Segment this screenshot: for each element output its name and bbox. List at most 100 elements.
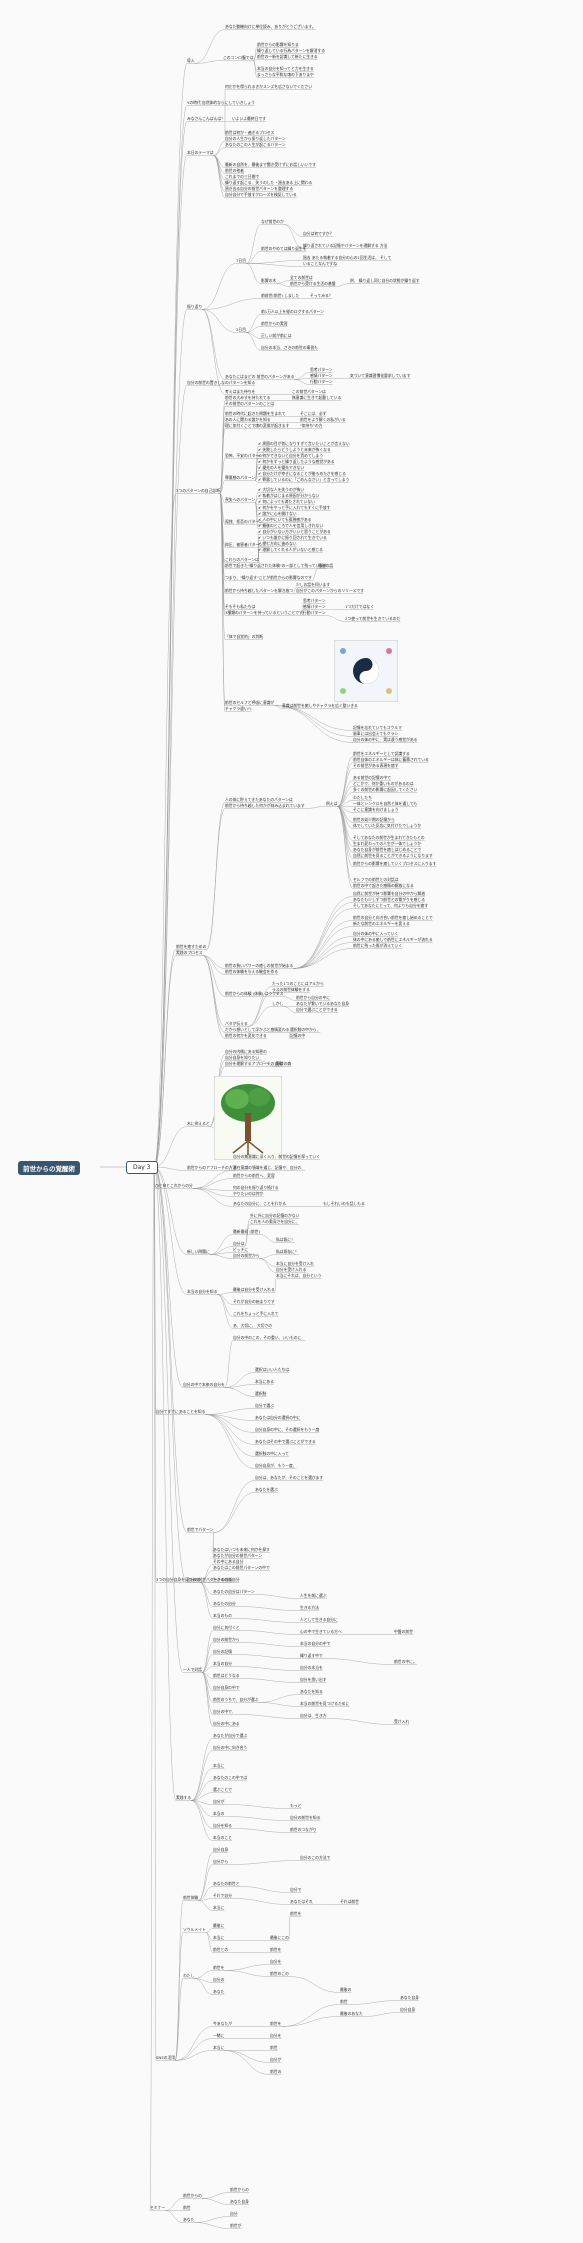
mindmap-node[interactable]: ✔ 執着がはじまる原因が分からない <box>258 493 320 498</box>
mindmap-node[interactable]: 繰り返す中で <box>300 1653 323 1658</box>
mindmap-node[interactable]: 実践する <box>176 1795 192 1800</box>
mindmap-node[interactable]: 感情パターン <box>303 604 326 609</box>
mindmap-node[interactable]: 自分の体の中に、実は違う感覚がある <box>353 737 418 742</box>
mindmap-node[interactable]: あなたにはまどの 前世のパターンがある <box>225 374 295 379</box>
mindmap-node[interactable]: あなたはそれ <box>290 1899 313 1904</box>
mindmap-node[interactable]: やりたいのは何か <box>233 1191 264 1196</box>
mindmap-node[interactable]: 自分の中に向き合う <box>213 1745 248 1750</box>
mindmap-node[interactable]: 中盤の前世 <box>394 1629 413 1634</box>
mindmap-node[interactable]: 前世からの影響を知りま <box>257 42 299 47</box>
mindmap-node[interactable]: 人として生きる自分に <box>300 1617 338 1622</box>
mindmap-node[interactable]: 2つ使って前世を生きているのだ <box>345 616 401 621</box>
mindmap-node[interactable]: そってみる？ <box>310 293 333 298</box>
mindmap-node[interactable]: 最後に <box>213 1923 225 1928</box>
mindmap-node[interactable]: 本当の <box>213 1811 225 1816</box>
mindmap-node[interactable]: セルフでの前世との対話は <box>353 877 399 882</box>
mindmap-node[interactable]: 前世 <box>340 1999 348 2004</box>
mindmap-node[interactable]: 前世の負いパワーの癒しの前世が始まる <box>225 963 294 968</box>
mindmap-node[interactable]: ✔ 大切な人を失うのが怖い <box>258 487 305 492</box>
mindmap-node[interactable]: あなたも少しずつ前世との繋がりを感じる <box>353 897 426 902</box>
mindmap-node[interactable]: 自分は、あなたが、そのことを選びます <box>255 1475 324 1480</box>
mindmap-node[interactable]: 前世から持ち越した何かが刻み込まれています <box>225 803 305 808</box>
mindmap-node[interactable]: 自分を受け入れる <box>276 1267 307 1272</box>
mindmap-node[interactable]: 感情パターン <box>310 373 333 378</box>
mindmap-node[interactable]: 自分自身の中に、その選択をもう一度 <box>255 1427 320 1432</box>
mindmap-node[interactable]: ✔ 何かをずっと繰り返したような感覚がある <box>258 459 335 464</box>
mindmap-node[interactable]: 自分は <box>233 1241 245 1246</box>
mindmap-node[interactable]: ✔ 失敗したらどうしようと未来が怖くなる <box>258 447 331 452</box>
mindmap-node[interactable]: 本当に自分を受け入れ <box>276 1261 314 1266</box>
mindmap-node[interactable]: 前世を <box>290 1911 302 1916</box>
mindmap-node[interactable]: 繰り返している行為パターンを解消する <box>257 48 326 53</box>
mindmap-node[interactable]: セミナー <box>150 2205 166 2210</box>
mindmap-node[interactable]: 自分がこのパターンからのリリースです <box>296 588 364 593</box>
mindmap-node[interactable]: 自分に気付くと <box>213 1625 240 1630</box>
mindmap-node[interactable]: その中にある自分 <box>213 1559 244 1564</box>
mindmap-node[interactable]: 選択肢の中に入って <box>255 1451 289 1456</box>
mindmap-node[interactable]: 本当に <box>213 1935 225 1940</box>
mindmap-node[interactable]: 気づいて意識習慣化要求しています <box>350 373 411 378</box>
mindmap-node[interactable]: 前世のセルフと呼吸に意識が <box>225 700 275 705</box>
mindmap-node[interactable]: ✔ いつも誰かに振り回されて生きている <box>258 535 327 540</box>
mindmap-node[interactable]: 前前世(前世) しました <box>261 293 300 298</box>
mindmap-node[interactable]: ピッチに <box>233 1247 249 1252</box>
mindmap-node[interactable]: あなた <box>213 1989 225 1994</box>
mindmap-node[interactable]: そもそも私たちは <box>225 604 256 609</box>
mindmap-node[interactable]: 前世の中で起きた感情の解放になる <box>353 883 414 888</box>
mindmap-node[interactable]: ✔ 誰かに心を開けない <box>258 511 297 516</box>
mindmap-node[interactable]: 前世を <box>270 2021 282 2026</box>
mindmap-node[interactable]: 前世の体験を与える機会を作る <box>225 969 279 974</box>
mindmap-node[interactable]: 前世のこの <box>270 1971 289 1976</box>
mindmap-node[interactable]: つまり、"繰り返す"ことが前世からの影響なのです <box>225 575 312 580</box>
mindmap-node[interactable]: 受け入れ <box>394 1719 410 1724</box>
mindmap-node[interactable]: 前世が <box>230 2223 242 2228</box>
mindmap-node[interactable]: 孤独、拒否のパターン <box>225 519 263 524</box>
mindmap-node[interactable]: あなたはいつも未来に何かを探す <box>213 1547 270 1552</box>
mindmap-node[interactable]: そこには、必ず <box>300 411 327 416</box>
mindmap-node[interactable]: あなたが自分の前世パターン <box>213 1553 263 1558</box>
mindmap-node[interactable]: それで自分 <box>213 1893 232 1898</box>
mindmap-node[interactable]: 3つのパターンの自己診断 <box>176 488 220 493</box>
mindmap-node[interactable]: その前世のパターンのことは <box>225 401 275 406</box>
mindmap-node[interactable]: どこかで、何か重いものがあるのは <box>353 781 414 786</box>
mindmap-node[interactable]: 記憶を忘れていてもコウルマ <box>353 725 402 730</box>
mindmap-node[interactable]: 本当の自分の中で <box>300 1641 331 1646</box>
mindmap-node[interactable]: 前世からの実習 <box>261 321 288 326</box>
mindmap-node[interactable]: 自分を知る <box>213 1823 232 1828</box>
mindmap-node[interactable]: 前世から自分の中に <box>296 995 331 1000</box>
mindmap-node[interactable]: 「体で自覚的」の判断 <box>225 634 263 639</box>
mindmap-node[interactable]: 前世の他者 <box>225 168 244 173</box>
mindmap-node[interactable]: 最後は自分を受け入れる <box>233 1287 275 1292</box>
mindmap-node[interactable]: 自分の体の中に入っていく <box>353 931 399 936</box>
mindmap-node[interactable]: あなた自身 <box>230 2199 249 2204</box>
mindmap-node[interactable]: 自分の本当を <box>300 1665 323 1670</box>
mindmap-node[interactable]: ✔ 自分がいない方がいいと思うことがある <box>258 529 331 534</box>
mindmap-node[interactable]: 自分の本当、さきの前世の事習も <box>261 345 318 350</box>
mindmap-node[interactable]: 新たな前世のエネルギーを変える <box>353 921 410 926</box>
mindmap-node[interactable]: 自分は何ですか？ <box>303 231 334 236</box>
mindmap-node[interactable]: あの人に関わる誰かを知る <box>225 417 271 422</box>
mindmap-node[interactable]: 行動パターン <box>310 379 333 384</box>
mindmap-node[interactable]: そしてあなたの前世が生まれてきたもとの <box>353 835 425 840</box>
mindmap-node[interactable]: 生きる方法 <box>300 1605 319 1610</box>
mindmap-node[interactable]: 例えば <box>326 801 338 806</box>
mindmap-node[interactable]: 何の自分を振り返り続ける <box>233 1185 279 1190</box>
mindmap-node[interactable]: 歯車には出会えてもクラシ <box>353 731 399 736</box>
mindmap-node[interactable]: 自分が <box>270 2057 282 2062</box>
mindmap-node[interactable]: 本当の自分を知る <box>187 1289 218 1294</box>
mindmap-node[interactable]: 前世で起きた"繰り返された体験"の一部として残っています <box>225 563 327 568</box>
mindmap-node[interactable]: ✔ 周囲の目が気になりすぎて言いたいことが言えない <box>258 441 350 446</box>
mindmap-node[interactable]: 自分を理解するアプローチの道具 <box>225 1061 282 1066</box>
mindmap-node[interactable]: 自分自身を知りたい <box>225 1055 260 1060</box>
mindmap-node[interactable]: 心の中で生きている方へ <box>300 1629 342 1634</box>
mindmap-node[interactable]: 体の中にある癒しで前世にエネルギーが流れる <box>353 937 433 942</box>
mindmap-node[interactable]: あなたの自分はパターン <box>213 1589 255 1594</box>
mindmap-node[interactable]: そしてあなたにとって、何よりも自分を癒す <box>353 903 429 908</box>
mindmap-node[interactable]: あ、大切に、 大切さの <box>233 1323 273 1328</box>
mindmap-node[interactable]: 最後のあなた <box>340 2011 363 2016</box>
mindmap-node[interactable]: 導入 <box>187 58 195 63</box>
mindmap-node[interactable]: あなたのこの人生が起こるパターン <box>225 142 286 147</box>
mindmap-node[interactable]: 前世のつながり <box>290 1827 317 1832</box>
mindmap-node[interactable]: 自分の中で本来の自分を <box>183 1382 225 1387</box>
mindmap-node[interactable]: 選ぶことで <box>213 1787 232 1792</box>
